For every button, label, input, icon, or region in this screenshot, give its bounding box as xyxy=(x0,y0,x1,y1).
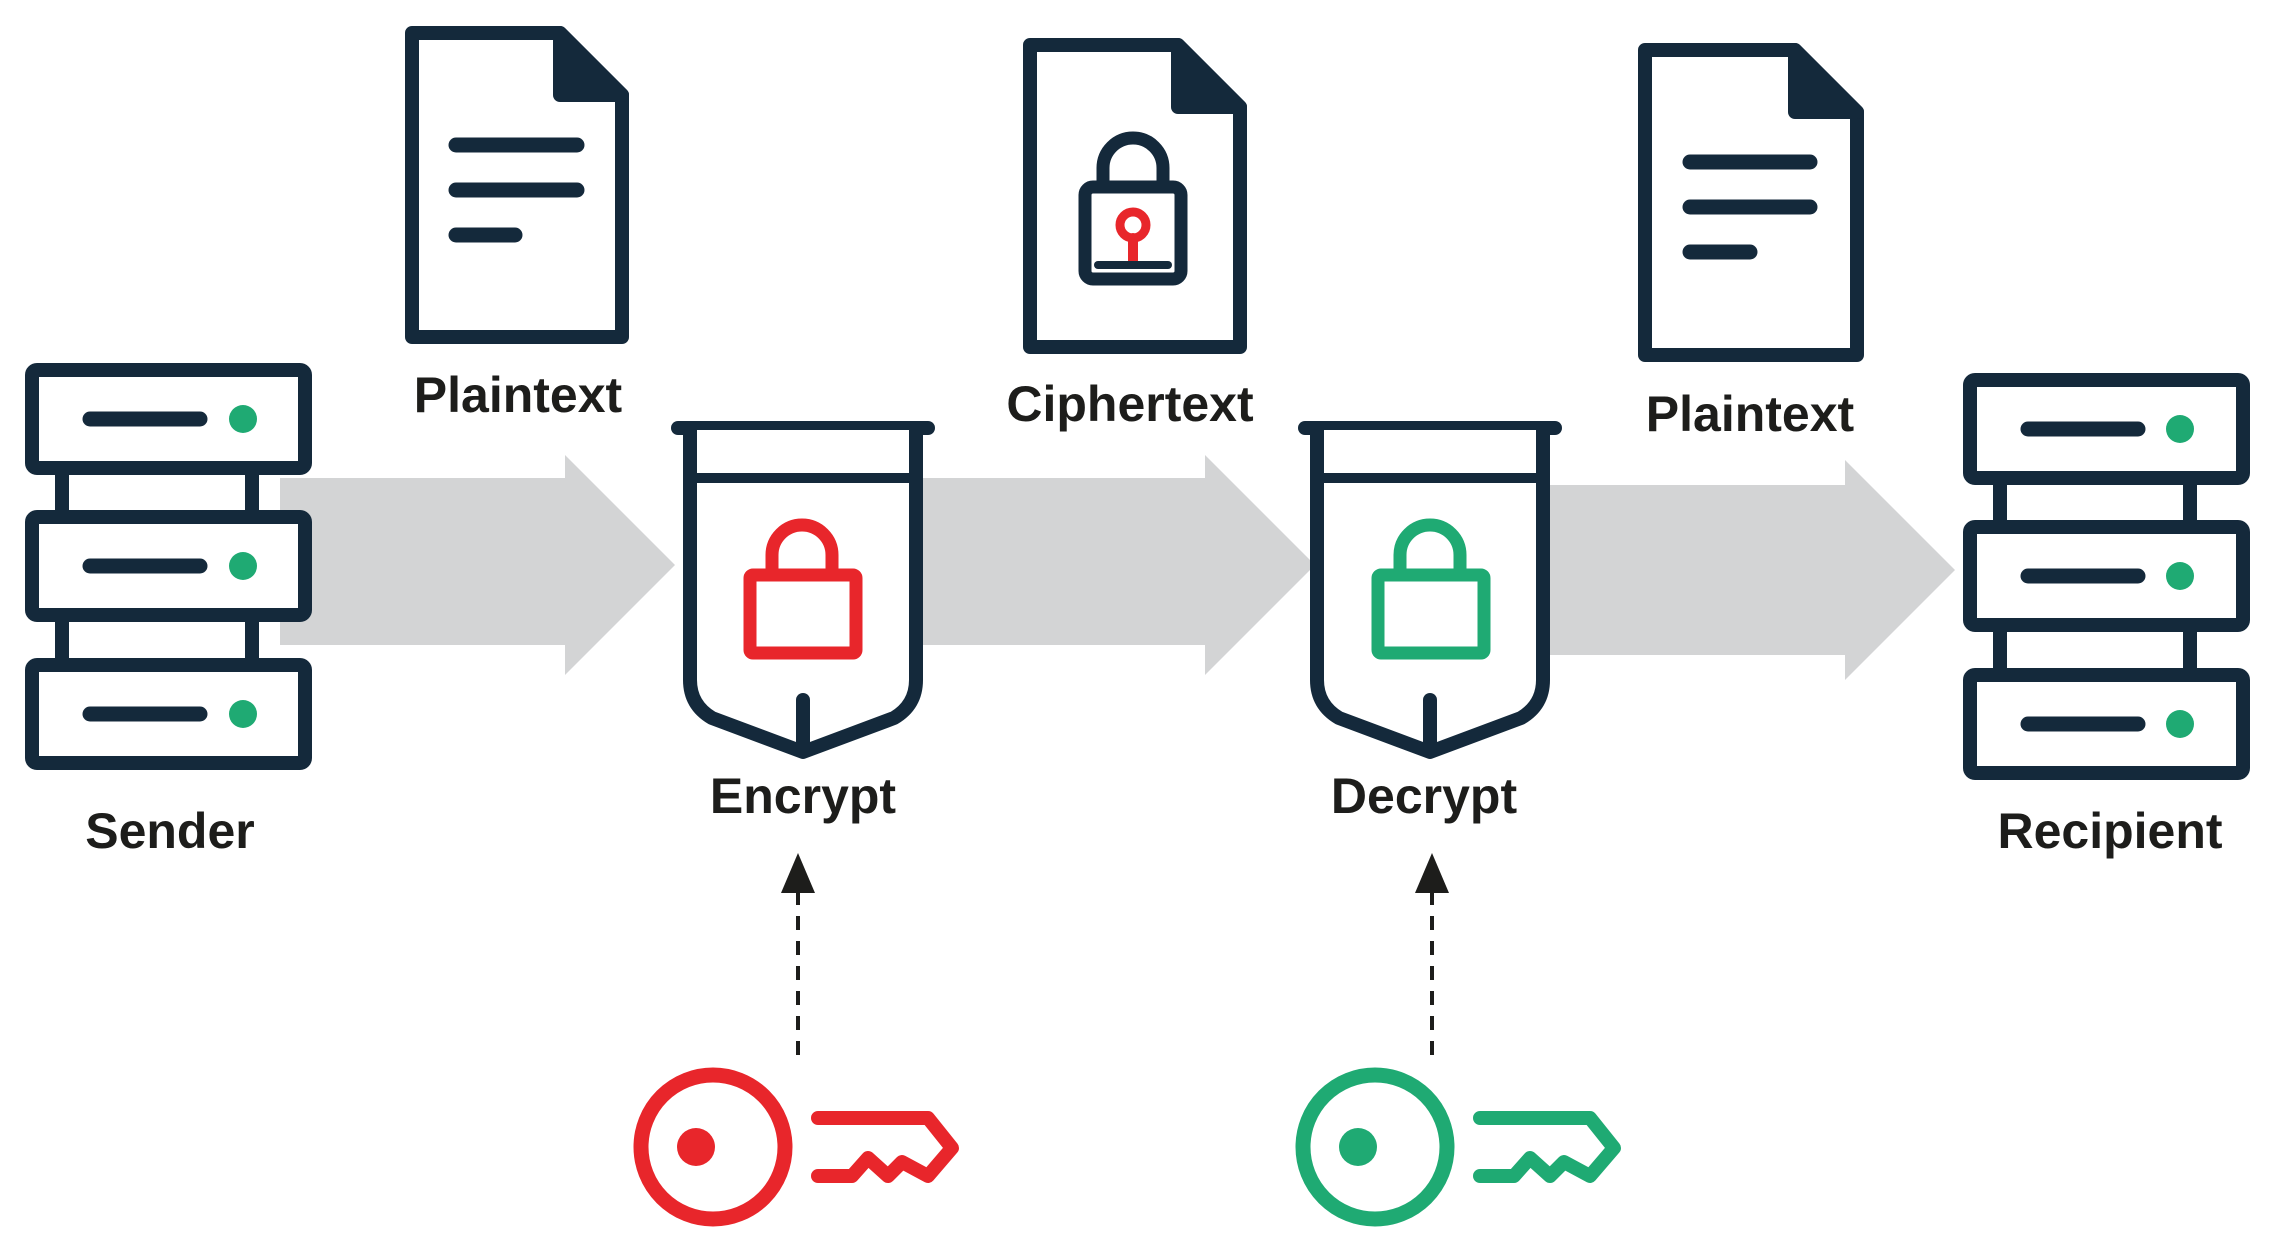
ciphertext-label: Ciphertext xyxy=(1006,376,1254,432)
green-key-icon xyxy=(1295,1067,1621,1227)
encrypt-label: Encrypt xyxy=(710,768,897,824)
decrypt-shield-icon xyxy=(1298,421,1562,759)
red-key-icon xyxy=(633,1067,959,1227)
encrypt-key-arrow xyxy=(781,853,815,1055)
flow-arrow-decrypt-to-recipient xyxy=(1550,460,1955,680)
plaintext-document-icon xyxy=(405,26,629,344)
plaintext-output-label: Plaintext xyxy=(1646,386,1855,442)
flow-arrow-sender-to-encrypt xyxy=(280,455,675,675)
flow-arrow-encrypt-to-decrypt xyxy=(915,455,1315,675)
red-padlock-icon xyxy=(743,518,863,660)
sender-label: Sender xyxy=(85,803,255,859)
padlock-icon xyxy=(1078,131,1188,286)
decrypt-key-arrow xyxy=(1415,853,1449,1055)
recipient-server-icon xyxy=(1963,373,2250,780)
green-padlock-icon xyxy=(1371,518,1491,660)
plaintext-input-label: Plaintext xyxy=(414,367,623,423)
recipient-label: Recipient xyxy=(1997,803,2222,859)
sender-server-icon xyxy=(25,363,312,770)
encrypt-shield-icon xyxy=(671,421,935,759)
ciphertext-document-icon xyxy=(1023,38,1247,354)
plaintext-output-document-icon xyxy=(1638,43,1864,362)
decrypt-label: Decrypt xyxy=(1331,768,1518,824)
